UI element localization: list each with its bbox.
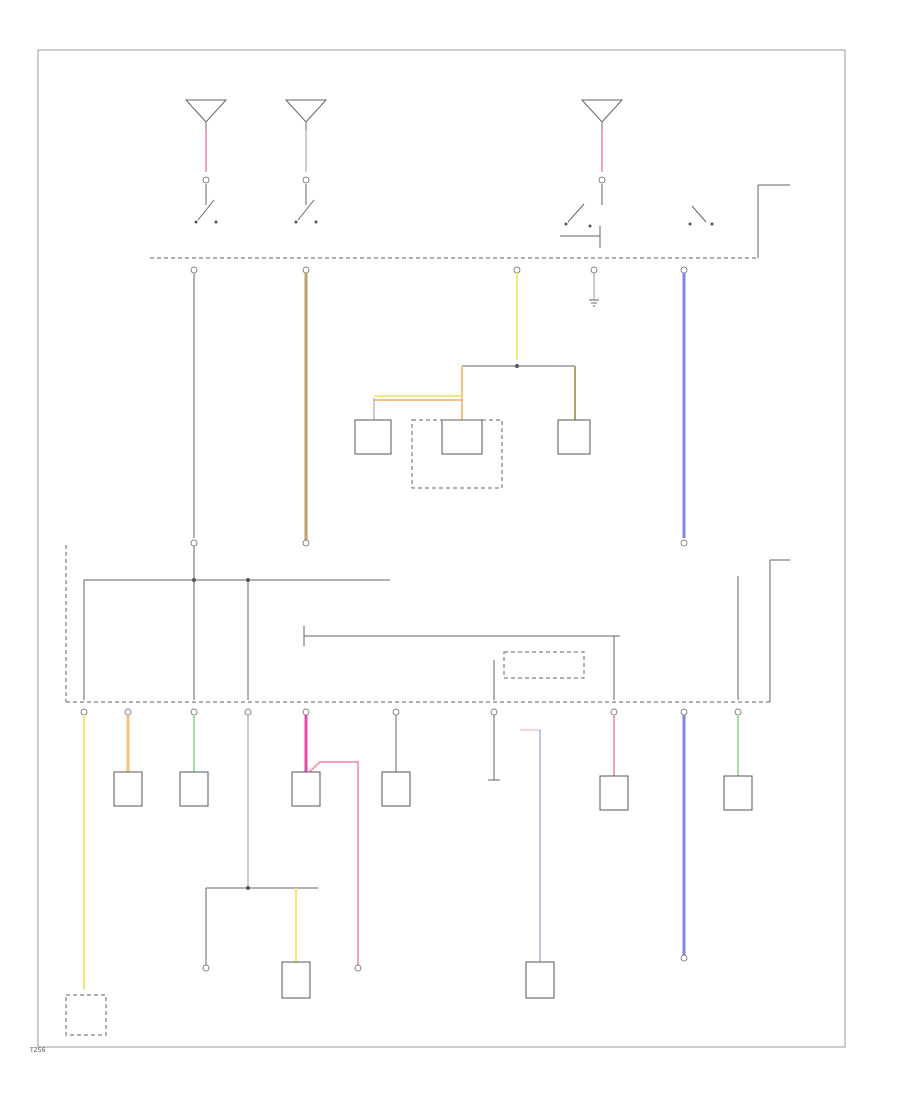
component-box-b — [441, 419, 483, 455]
connector-row — [80, 708, 742, 716]
component-box-c — [557, 419, 591, 455]
diagram-frame — [37, 49, 846, 1048]
component-box-a — [354, 419, 392, 455]
power-source-1 — [184, 99, 228, 130]
component-box-j — [281, 961, 311, 999]
ignition-switch — [194, 184, 714, 248]
wire-w19 — [305, 761, 359, 968]
fuse-block — [65, 545, 790, 703]
component-box-d — [113, 771, 143, 807]
component-box-k — [525, 961, 555, 999]
ground-symbol — [589, 299, 599, 307]
component-box-i — [723, 775, 753, 811]
component-box-e — [179, 771, 209, 807]
component-box-g — [381, 771, 411, 807]
component-box-f — [291, 771, 321, 807]
power-source-3 — [580, 99, 624, 130]
component-box-h — [599, 775, 629, 811]
power-source-2 — [284, 99, 328, 130]
footer-code: TZS6 — [29, 1047, 46, 1054]
